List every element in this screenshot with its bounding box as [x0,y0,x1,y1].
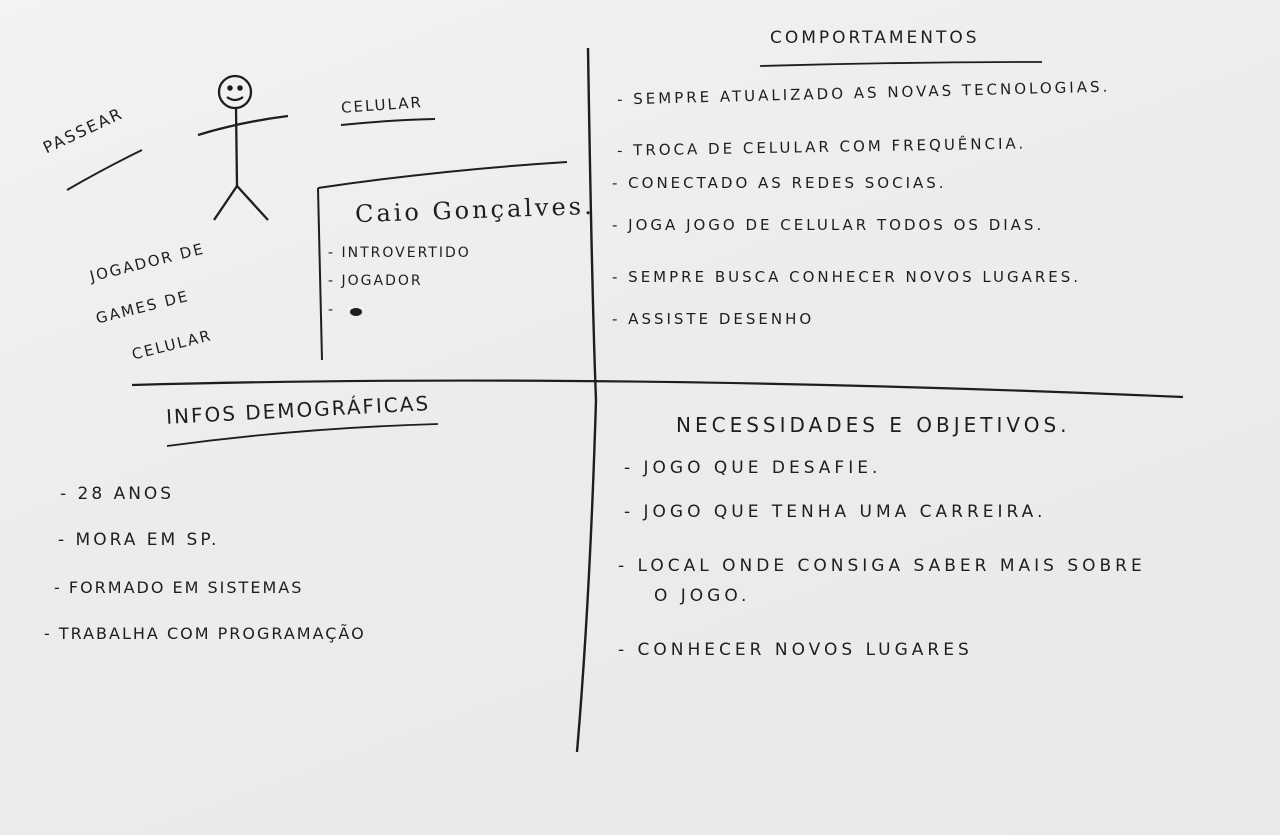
stick-figure-icon [197,74,289,221]
necessidades-title: NECESSIDADES E OBJETIVOS. [676,413,1071,437]
comportamento-item-4: - JOGA JOGO DE CELULAR TODOS OS DIAS. [612,216,1045,234]
comportamento-item-5: - SEMPRE BUSCA CONHECER NOVOS LUGARES. [612,268,1082,286]
info-item-3: - FORMADO EM SISTEMAS [54,578,304,597]
necessidade-item-3: - LOCAL ONDE CONSIGA SABER MAIS SOBRE [618,556,1146,576]
vertical-divider [575,47,598,753]
necessidade-item-4: - CONHECER NOVOS LUGARES [618,640,973,660]
trait-jogador: - JOGADOR [328,273,423,289]
comportamentos-title: COMPORTAMENTOS [770,28,980,48]
necessidade-item-1: - JOGO QUE DESAFIE. [624,458,882,478]
trait-introvertido: - INTROVERTIDO [328,245,471,261]
necessidade-item-2: - JOGO QUE TENHA UMA CARREIRA. [624,502,1047,522]
info-item-2: - MORA EM SP. [58,530,220,550]
underline-celular [340,118,436,126]
info-item-1: - 28 ANOS [60,484,175,504]
horizontal-divider [131,379,1184,399]
comportamento-item-6: - ASSISTE DESENHO [612,310,815,328]
necessidade-item-3-cont: O JOGO. [654,586,751,606]
underline-comportamentos [759,61,1043,67]
comportamento-item-3: - CONECTADO AS REDES SOCIAS. [612,174,947,192]
underline-infos [166,423,439,447]
info-item-4: - TRABALHA COM PROGRAMAÇÃO [44,624,366,643]
trait-blob-icon [350,308,362,316]
name-box [317,161,568,361]
trait-blank: - [328,302,336,318]
underline-passear [66,149,143,191]
